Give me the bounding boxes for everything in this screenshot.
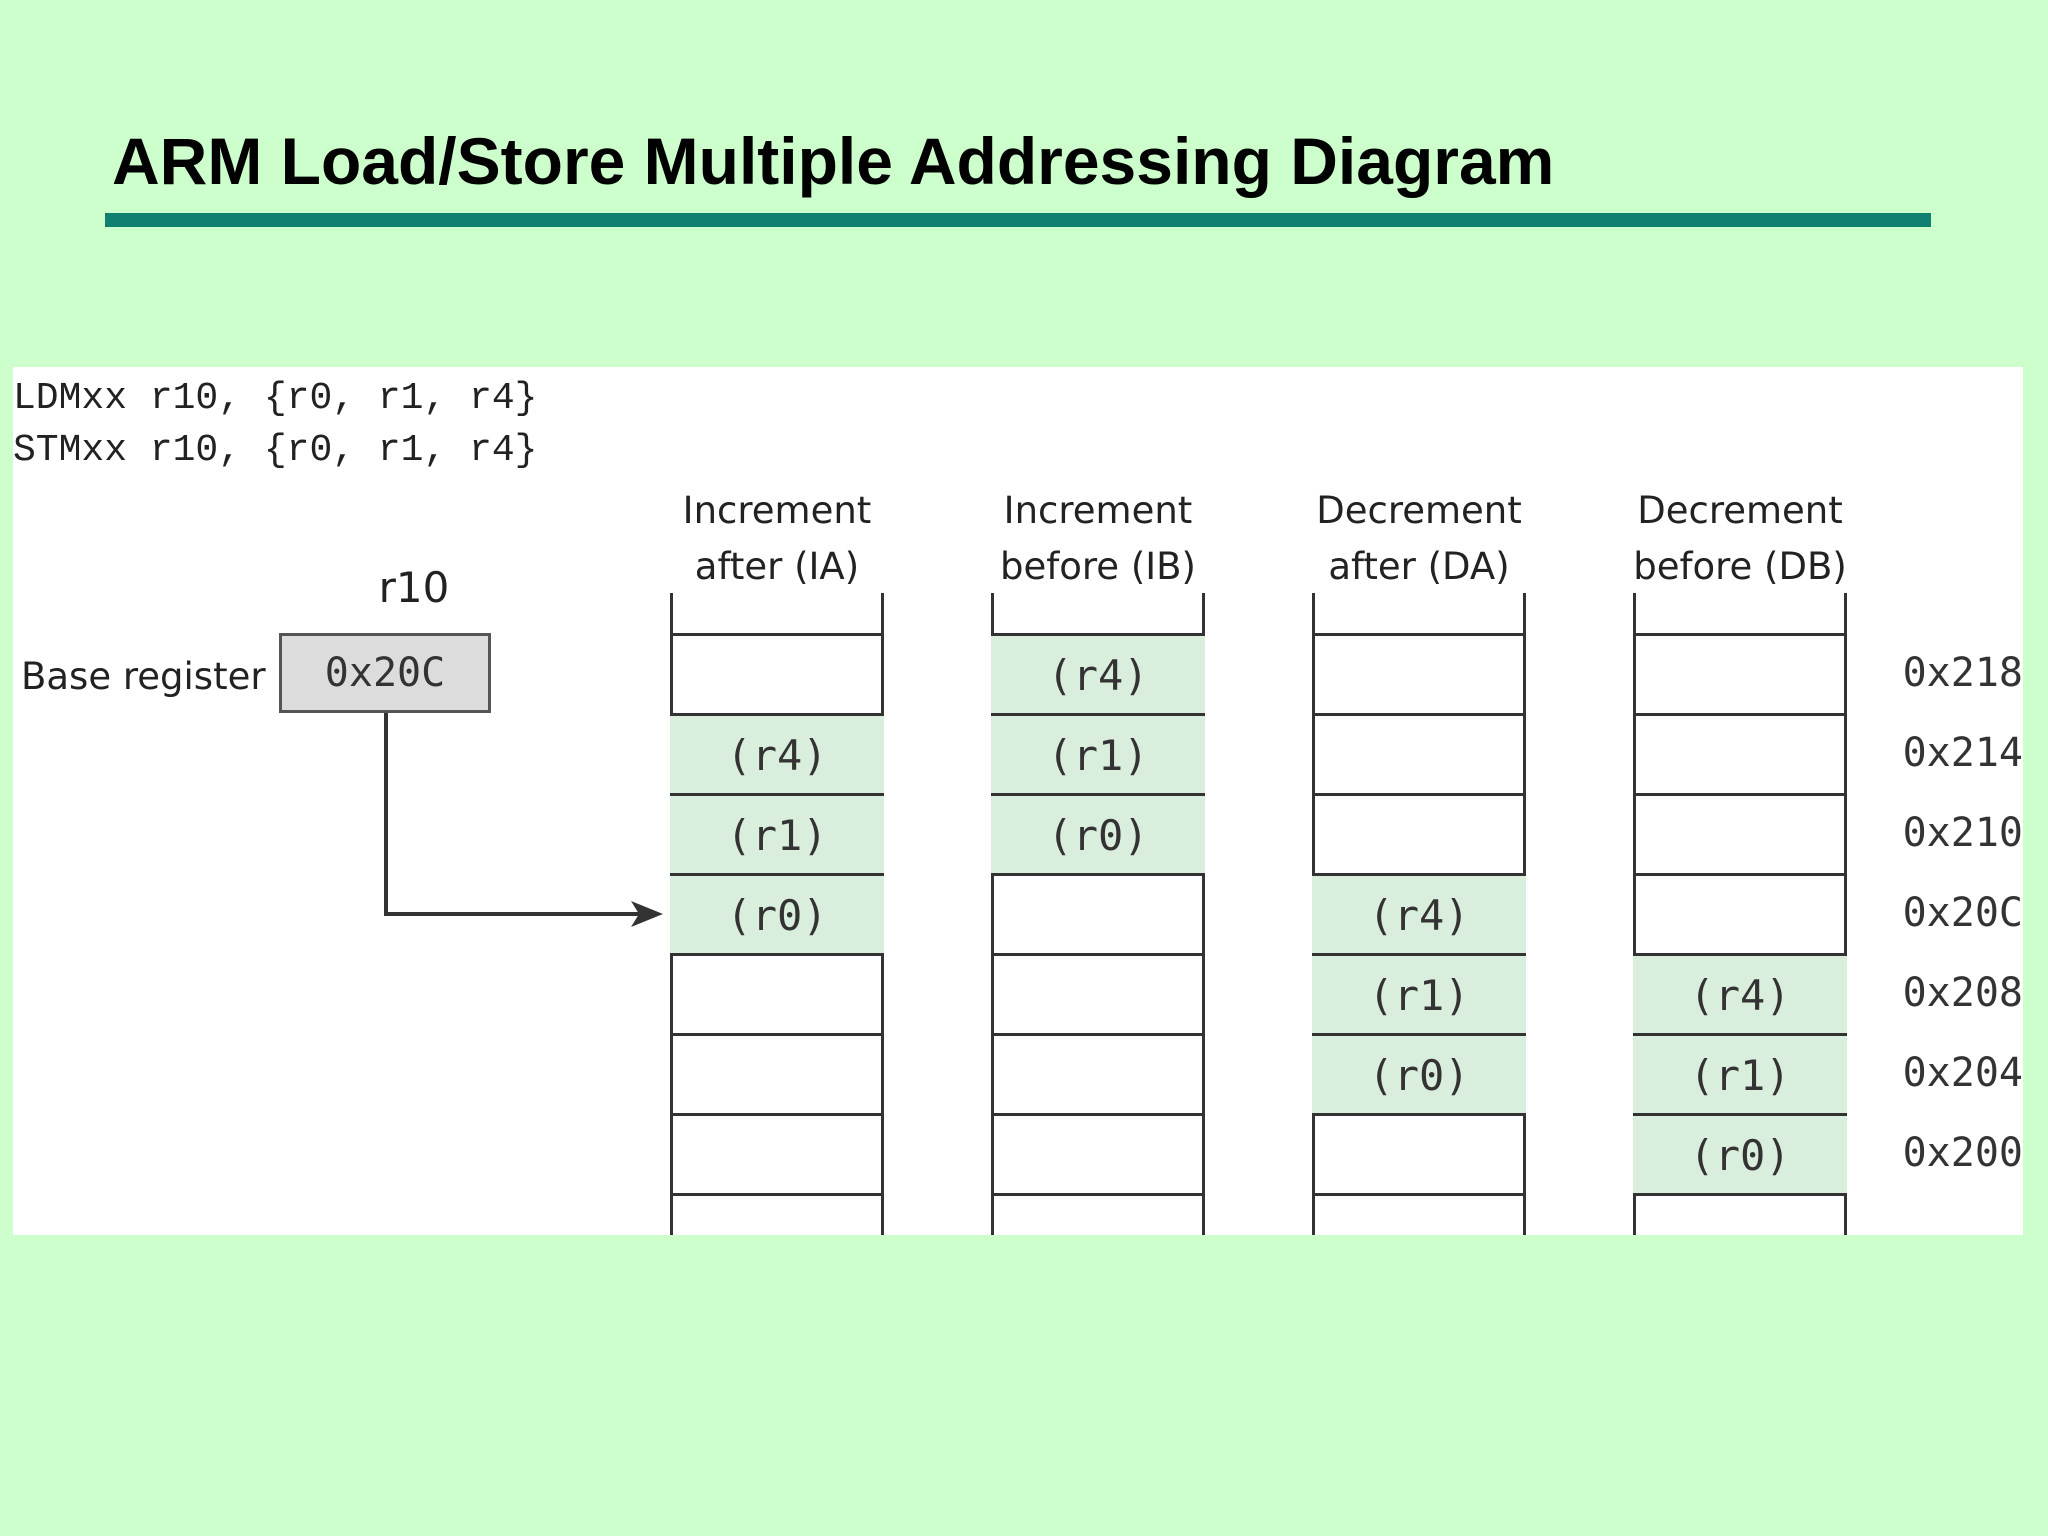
memory-cell: (r4) bbox=[670, 713, 884, 793]
memory-cell bbox=[670, 1113, 884, 1193]
address-label: 0x218 bbox=[1902, 650, 2023, 696]
memory-cell: (r4) bbox=[991, 633, 1205, 713]
memory-cell bbox=[991, 1033, 1205, 1113]
memory-cell bbox=[991, 873, 1205, 953]
memory-cell bbox=[670, 1033, 884, 1113]
column-header-decrement-after: Decrement after (DA) bbox=[1279, 483, 1559, 595]
column-header-increment-before: Increment before (IB) bbox=[958, 483, 1238, 595]
memory-cell bbox=[1633, 633, 1847, 713]
memory-cell-continuation bbox=[991, 1193, 1205, 1233]
memory-cell: (r4) bbox=[1312, 873, 1526, 953]
memory-cell: (r4) bbox=[1633, 953, 1847, 1033]
base-register-label: Base register bbox=[21, 655, 266, 698]
column-header-decrement-before: Decrement before (DB) bbox=[1600, 483, 1880, 595]
memory-cell bbox=[1312, 793, 1526, 873]
memory-cell: (r0) bbox=[991, 793, 1205, 873]
memory-stack-increment-after: (r4)(r1)(r0) bbox=[670, 593, 884, 1235]
memory-cell: (r1) bbox=[991, 713, 1205, 793]
memory-cell bbox=[1633, 873, 1847, 953]
stm-instruction: STMxx r10, {r0, r1, r4} bbox=[13, 429, 538, 472]
base-register-name: r10 bbox=[378, 563, 450, 612]
memory-stack-decrement-after: (r4)(r1)(r0) bbox=[1312, 593, 1526, 1235]
memory-cell-continuation bbox=[670, 1193, 884, 1233]
stack-rail-right bbox=[1844, 593, 1847, 1235]
column-header-line2: before (DB) bbox=[1633, 545, 1847, 588]
memory-stack-increment-before: (r4)(r1)(r0) bbox=[991, 593, 1205, 1235]
column-header-line1: Increment bbox=[1003, 489, 1193, 532]
memory-stack-decrement-before: (r4)(r1)(r0) bbox=[1633, 593, 1847, 1235]
title-underline bbox=[105, 213, 1931, 227]
memory-cell: (r1) bbox=[670, 793, 884, 873]
address-label: 0x210 bbox=[1902, 810, 2023, 856]
column-header-increment-after: Increment after (IA) bbox=[637, 483, 917, 595]
base-register-value: 0x20C bbox=[279, 633, 491, 713]
memory-cell-continuation bbox=[1312, 1193, 1526, 1233]
memory-cell bbox=[1633, 713, 1847, 793]
memory-cell: (r0) bbox=[1312, 1033, 1526, 1113]
column-header-line1: Decrement bbox=[1637, 489, 1843, 532]
column-header-line2: before (IB) bbox=[999, 545, 1196, 588]
memory-cell: (r0) bbox=[670, 873, 884, 953]
stack-top-gap bbox=[670, 593, 884, 633]
memory-cell bbox=[991, 1113, 1205, 1193]
stack-rail-left bbox=[1633, 593, 1636, 1235]
memory-cell bbox=[1312, 713, 1526, 793]
memory-cell bbox=[991, 953, 1205, 1033]
memory-cell bbox=[1312, 633, 1526, 713]
address-label: 0x20C bbox=[1902, 890, 2023, 936]
address-label: 0x204 bbox=[1902, 1050, 2023, 1096]
diagram-panel: LDMxx r10, {r0, r1, r4} STMxx r10, {r0, … bbox=[13, 367, 2023, 1235]
column-header-line1: Increment bbox=[682, 489, 872, 532]
ldm-instruction: LDMxx r10, {r0, r1, r4} bbox=[13, 377, 538, 420]
memory-cell: (r0) bbox=[1633, 1113, 1847, 1193]
memory-cell-continuation bbox=[1633, 1193, 1847, 1233]
memory-cell bbox=[670, 953, 884, 1033]
memory-cell bbox=[1633, 793, 1847, 873]
stack-rail-right bbox=[1202, 593, 1205, 1235]
column-header-line2: after (IA) bbox=[694, 545, 860, 588]
stack-top-gap bbox=[1633, 593, 1847, 633]
column-header-line2: after (DA) bbox=[1328, 545, 1510, 588]
slide-title: ARM Load/Store Multiple Addressing Diagr… bbox=[112, 124, 1555, 198]
address-label: 0x214 bbox=[1902, 730, 2023, 776]
address-label: 0x208 bbox=[1902, 970, 2023, 1016]
address-label: 0x200 bbox=[1902, 1130, 2023, 1176]
memory-cell bbox=[670, 633, 884, 713]
stack-top-gap bbox=[991, 593, 1205, 633]
memory-cell: (r1) bbox=[1633, 1033, 1847, 1113]
memory-cell bbox=[1312, 1113, 1526, 1193]
stack-rail-left bbox=[991, 593, 994, 1235]
memory-cell: (r1) bbox=[1312, 953, 1526, 1033]
stack-top-gap bbox=[1312, 593, 1526, 633]
column-header-line1: Decrement bbox=[1316, 489, 1522, 532]
